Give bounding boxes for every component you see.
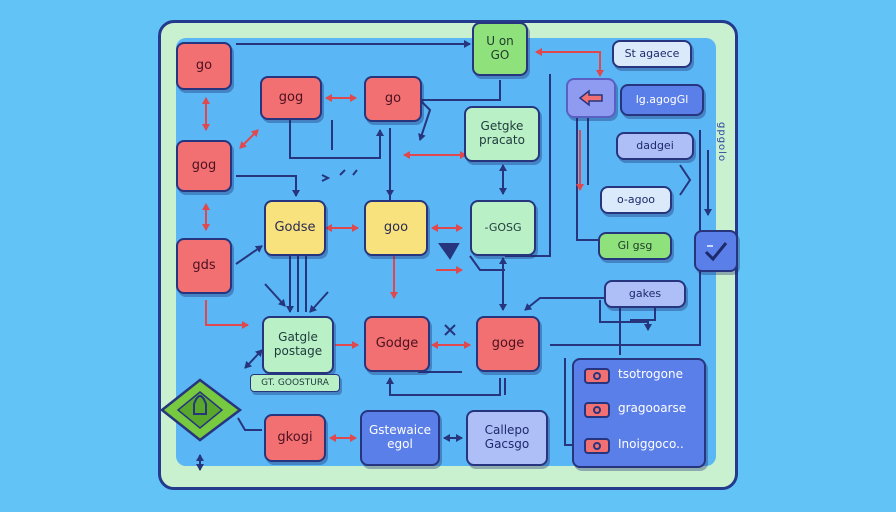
node-label: go [384,90,402,106]
node-gosg[interactable]: -GOSG [470,200,536,256]
node-checkmark-box[interactable] [694,230,738,272]
node-go-top-left[interactable]: go [176,42,232,90]
node-label: go [195,57,213,73]
node-label: lg.agogGl [635,92,689,106]
check-icon [704,242,728,262]
node-goge[interactable]: goge [476,316,540,372]
node-label: Gatgle postage [273,330,323,358]
node-o-agoo[interactable]: o-agoo [600,186,672,214]
node-label: gakes [628,286,662,300]
node-callepo-gacsgo[interactable]: Callepo Gacsgo [466,410,548,466]
node-gl-gsg[interactable]: Gl gsg [598,232,672,260]
node-getgke-pracato[interactable]: Getgke pracato [464,106,540,162]
label-gt-goostura: GT. GOOSTURA [250,374,340,392]
node-gakes[interactable]: gakes [604,280,686,308]
node-u-on-go[interactable]: U on GO [472,22,528,76]
red-connectors [202,48,604,442]
node-label: U on GO [486,34,514,62]
side-label: gpgolo [716,122,727,163]
node-label: Gstewaice egol [368,423,432,451]
node-gog-top[interactable]: gog [260,76,322,120]
list-item-gragooarse[interactable]: gragooarse [618,401,687,415]
node-label: goge [491,335,525,351]
node-label: gog [278,89,304,105]
diamond-shape [159,378,243,442]
node-gstewaice-egol[interactable]: Gstewaice egol [360,410,440,466]
list-item-inoiggoco[interactable]: Inoiggoco.. [618,437,684,451]
node-st-agaece[interactable]: St agaece [612,40,692,68]
list-chip [584,438,610,454]
node-list-group: tsotrogone gragooarse Inoiggoco.. [572,358,706,468]
node-label: -GOSG [484,220,522,234]
node-gds-left[interactable]: gds [176,238,232,294]
node-label: Godge [375,335,419,351]
list-chip [584,368,610,384]
node-label: dadgei [636,138,674,152]
node-gog-left[interactable]: gog [176,140,232,192]
node-gkogi[interactable]: gkogi [264,414,326,462]
node-goo-mid[interactable]: goo [364,200,428,256]
list-chip [584,402,610,418]
node-gatgle-postage[interactable]: Gatgle postage [262,316,334,374]
node-label: GT. GOOSTURA [261,377,329,388]
node-godse[interactable]: Godse [264,200,326,256]
node-label: gog [191,157,217,173]
node-label: St agaece [624,46,680,60]
node-label: Godse [274,219,316,235]
node-label: gds [192,257,216,273]
node-label: gkogi [277,429,313,445]
list-item-tsotrogone[interactable]: tsotrogone [618,367,683,381]
node-label: Getgke pracato [479,119,525,147]
node-label: Gl gsg [617,238,653,252]
node-label: goo [383,219,409,235]
navy-connectors [196,40,712,471]
node-go-top-mid[interactable]: go [364,76,422,122]
left-arrow-icon [578,89,603,107]
node-godge[interactable]: Godge [364,316,430,372]
node-red-arrow-box[interactable] [566,78,616,118]
node-label: Callepo Gacsgo [484,423,530,451]
node-dadgei[interactable]: dadgei [616,132,694,160]
node-label: o-agoo [616,192,656,206]
node-lg-agogl[interactable]: lg.agogGl [620,84,704,116]
